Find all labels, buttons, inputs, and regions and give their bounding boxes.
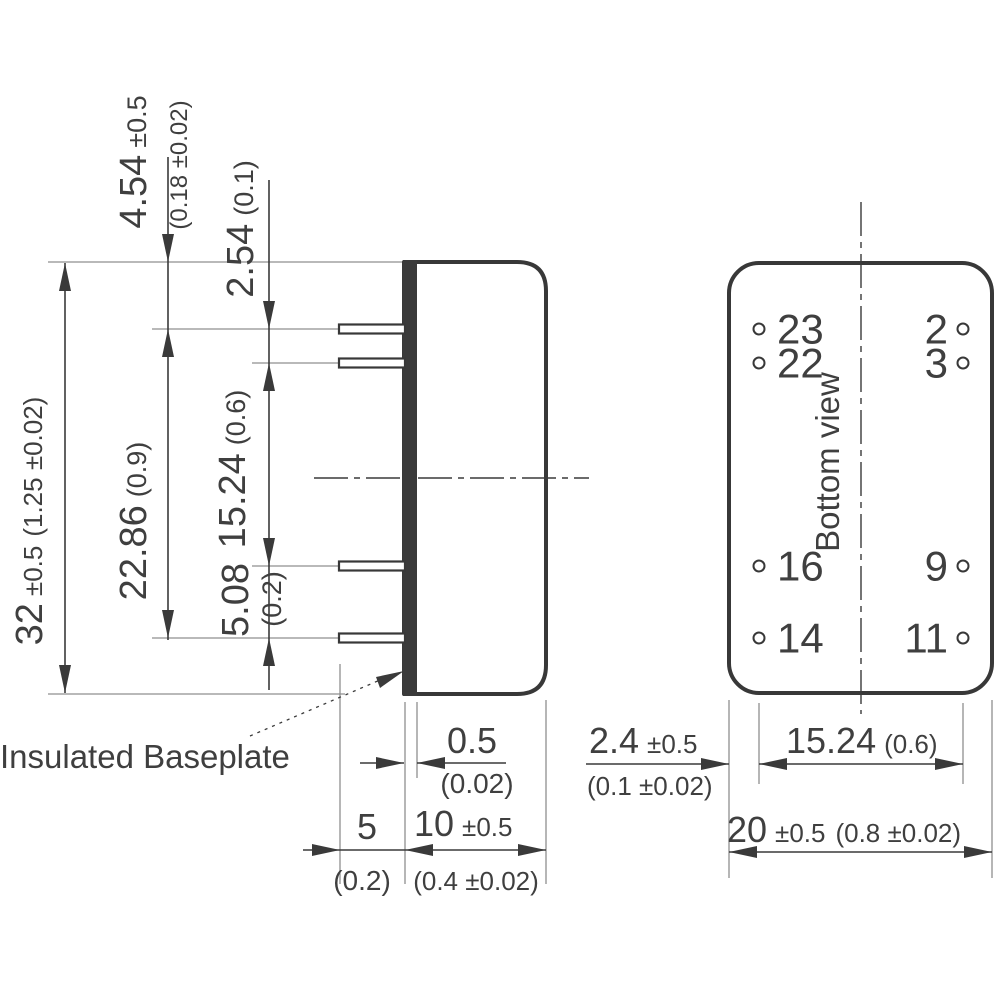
pin-16-hole [752, 559, 766, 573]
baseplate-leader [249, 671, 404, 737]
dim-baseplate-mm: 0.5 [447, 720, 497, 761]
leader-arrow [376, 671, 404, 688]
dim-pin-len-mm: 5 [357, 806, 377, 847]
dim-arrow [312, 844, 340, 856]
dim-arrow [964, 846, 992, 858]
dim-pin-len-in: (0.2) [333, 865, 391, 896]
bottom-view-title: Bottom view [809, 372, 846, 552]
pin-label-2: 2 [925, 306, 948, 353]
insulated-baseplate-label: Insulated Baseplate [0, 738, 290, 775]
pin-label-23: 23 [777, 306, 824, 353]
dim-pin-span-label: 22.86(0.9) [113, 442, 155, 601]
pin-23-hole [752, 322, 766, 336]
pin-label-9: 9 [925, 543, 948, 590]
dim-arrow [263, 363, 275, 391]
pin-row-4 [337, 632, 407, 644]
dim-arrow [701, 758, 729, 770]
pin-label-16: 16 [777, 543, 824, 590]
pin-row-3 [337, 560, 407, 572]
dim-arrow [405, 844, 433, 856]
dim-arrow [59, 263, 71, 291]
dim-pin-pitch-label: 2.54(0.1) [220, 160, 262, 298]
pin-9-hole [956, 559, 970, 573]
dim-arrow [263, 538, 275, 566]
pin-label-3: 3 [925, 340, 948, 387]
dim-col-offset-label: 2.4±0.5 [589, 720, 697, 761]
dim-arrow [263, 638, 275, 666]
pin-14-hole [752, 631, 766, 645]
dim-row-bottom-label-mm: 5.08 [215, 563, 257, 637]
dim-row-span-label: 15.24(0.6) [212, 390, 254, 549]
dim-arrow [376, 757, 404, 769]
centerlines [314, 202, 862, 714]
dim-arrow [759, 758, 787, 770]
dim-col-offset-in: (0.1 ±0.02) [587, 771, 713, 801]
dim-arrow [935, 758, 963, 770]
dimension-arrows [59, 234, 992, 858]
dim-arrow [162, 610, 174, 638]
extension-lines [48, 261, 993, 884]
pin-row-2 [337, 357, 407, 369]
dim-arrow [162, 234, 174, 262]
dim-baseplate-in: (0.02) [440, 768, 513, 799]
labels: 32±0.5(1.25 ±0.02) 22.86(0.9) 15.24(0.6)… [0, 95, 961, 896]
dim-arrow [729, 846, 757, 858]
dim-col-span-label: 15.24(0.6) [786, 720, 938, 761]
dim-arrow [59, 665, 71, 693]
dim-arrow [162, 329, 174, 357]
dim-depth-in: (0.4 ±0.02) [413, 866, 539, 896]
pin-label-14: 14 [777, 615, 824, 662]
dim-row-bottom-label-in: (0.2) [257, 571, 287, 627]
dim-pin-top-label-in: (0.18 ±0.02) [166, 100, 193, 229]
pin-label-11: 11 [904, 615, 948, 662]
pin-3-hole [956, 356, 970, 370]
pin-label-22: 22 [777, 340, 824, 387]
dim-arrow [518, 844, 546, 856]
pin-2-hole [956, 322, 970, 336]
dim-pin-top-label: 4.54±0.5 [113, 95, 155, 228]
dim-width-label: 20±0.5(0.8 ±0.02) [727, 809, 961, 850]
dim-arrow [263, 301, 275, 329]
dim-depth-label: 10±0.5 [414, 803, 512, 844]
pin-22-hole [752, 356, 766, 370]
dim-height-label: 32±0.5(1.25 ±0.02) [9, 397, 51, 646]
pin-11-hole [956, 631, 970, 645]
pin-row-1 [337, 323, 407, 335]
dim-arrow [417, 757, 445, 769]
